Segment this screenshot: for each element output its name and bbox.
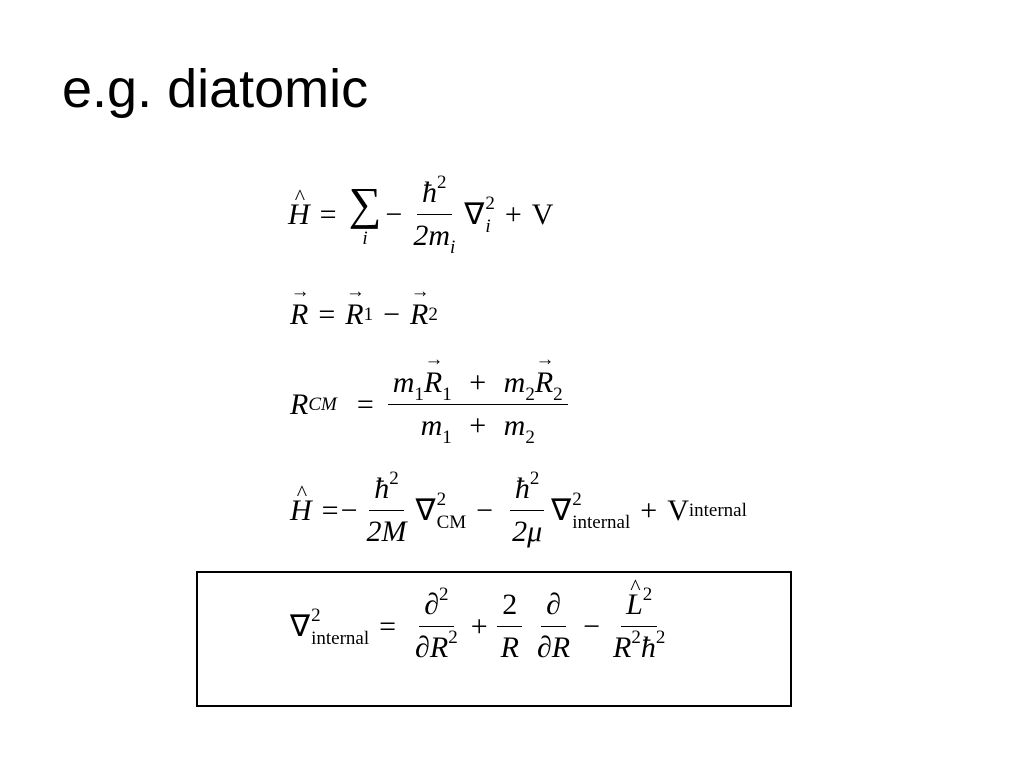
slide-title: e.g. diatomic (62, 59, 369, 119)
fraction-denominator: 2M (366, 515, 407, 548)
fraction-denominator: 2μ (512, 515, 543, 548)
two-over-r-fraction: 2 R (496, 590, 524, 663)
hamiltonian-symbol: H (288, 199, 310, 230)
fraction-numerator: ħ2 (369, 469, 404, 511)
fraction-denominator: ∂R (536, 631, 571, 664)
center-of-mass-equation: RCM = m1R1 + m2R2 m1 + m2 (290, 368, 572, 448)
fraction-numerator: ∂2 (419, 585, 454, 627)
nabla-symbol: ∇ (290, 609, 311, 643)
fraction-denominator: m1 + m2 (420, 409, 535, 448)
fraction-numerator: 2 (497, 590, 523, 627)
potential-symbol: V (531, 197, 554, 231)
minus-sign: − (476, 493, 494, 527)
equals-sign: = (356, 387, 374, 421)
sum-index: i (362, 228, 368, 249)
hamiltonian-symbol: H (290, 495, 312, 526)
minus-sign: − (383, 298, 400, 331)
equals-sign: = (379, 609, 397, 643)
boxed-equation-frame (196, 571, 792, 707)
cm-fraction: m1R1 + m2R2 m1 + m2 (387, 368, 568, 448)
fraction-denominator: ∂R2 (415, 627, 458, 664)
summation: ∑ i (348, 178, 382, 249)
fraction-numerator: ħ2 (417, 173, 452, 215)
relative-vector: R (290, 300, 308, 330)
first-derivative-fraction: ∂ ∂R (532, 590, 575, 663)
kinetic-fraction: ħ2 2mi (408, 173, 460, 258)
second-derivative-fraction: ∂2 ∂R2 (410, 585, 463, 664)
minus-sign: − (583, 609, 601, 643)
nabla-indices: 2 internal (311, 604, 370, 649)
fraction-denominator: R (500, 631, 519, 664)
nabla-symbol: ∇ (415, 493, 436, 527)
sigma-symbol: ∑ (348, 178, 382, 229)
nabla-indices: 2 i (485, 192, 495, 237)
nabla-symbol: ∇ (464, 197, 485, 231)
fraction-numerator: L2 (621, 585, 658, 627)
internal-kinetic-fraction: ħ2 2μ (507, 469, 547, 548)
minus-sign: − (385, 197, 403, 231)
equals-sign: = (318, 298, 336, 331)
vector-r2: R (410, 300, 428, 330)
separated-hamiltonian-equation: H = − ħ2 2M ∇ 2 CM − ħ2 2μ ∇ 2 internal … (290, 469, 747, 548)
rcm-symbol: R (290, 387, 309, 421)
nabla-indices: 2 internal (572, 488, 631, 533)
fraction-numerator: ħ2 (509, 469, 545, 511)
potential-symbol: V (667, 493, 689, 527)
relative-coordinate-equation: R = R1 − R2 (290, 300, 438, 330)
internal-laplacian-equation: ∇ 2 internal = ∂2 ∂R2 + 2 R ∂ ∂R − L2 R2… (290, 585, 674, 664)
vector-r1: R (345, 300, 363, 330)
plus-sign: + (640, 493, 658, 527)
equals-sign: = (319, 197, 337, 231)
plus-sign: + (504, 197, 522, 231)
hamiltonian-equation: H = ∑ i − ħ2 2mi ∇ 2 i + V (288, 173, 554, 258)
equals-sign: = (321, 493, 339, 527)
angular-momentum-fraction: L2 R2ħ2 (608, 585, 670, 664)
nabla-symbol: ∇ (551, 493, 572, 527)
minus-sign: − (340, 493, 358, 527)
nabla-indices: 2 CM (436, 488, 467, 533)
fraction-denominator: R2ħ2 (613, 627, 666, 664)
plus-sign: + (470, 609, 488, 643)
cm-kinetic-fraction: ħ2 2M (362, 469, 412, 548)
fraction-denominator: 2mi (413, 219, 456, 258)
fraction-numerator: m1R1 + m2R2 (387, 368, 568, 405)
fraction-numerator: ∂ (541, 590, 566, 627)
